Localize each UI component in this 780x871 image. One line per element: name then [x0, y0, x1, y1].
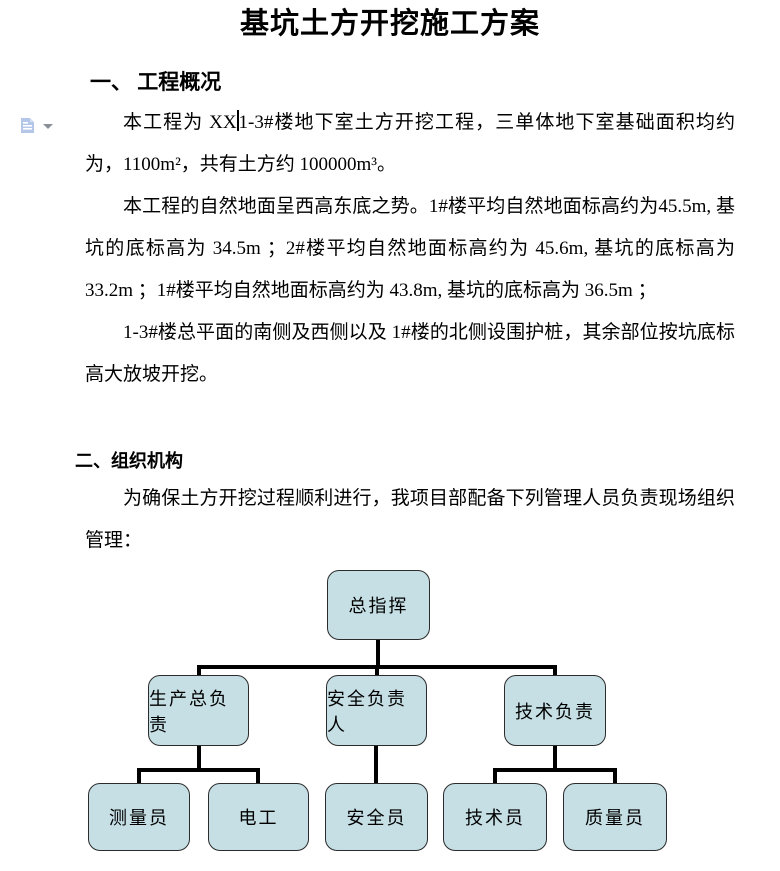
- paragraph1-text-before-caret: 本工程为 XX: [123, 112, 237, 133]
- connector-line: [374, 746, 378, 783]
- section1-paragraph2: 本工程的自然地面呈西高东底之势。1#楼平均自然地面标高约为45.5m, 基坑的底…: [85, 196, 735, 301]
- connector-line: [197, 665, 201, 677]
- connector-line: [137, 768, 260, 772]
- connector-line: [553, 665, 557, 677]
- connector-line: [375, 665, 379, 677]
- connector-line: [613, 768, 617, 783]
- org-chart: 总指挥 生产总负责 安全负责人 技术负责 测量员 电工 安全员 技术员 质量员: [0, 568, 780, 860]
- connector-line: [256, 768, 260, 783]
- text-caret: [236, 110, 239, 131]
- chevron-down-icon: [43, 124, 53, 129]
- org-node-technician: 技术员: [443, 783, 547, 851]
- connector-line: [197, 746, 201, 772]
- connector-line: [553, 746, 557, 772]
- org-node-safety-officer: 安全员: [325, 783, 428, 851]
- org-node-surveyor: 测量员: [88, 783, 190, 851]
- org-node-chief-commander: 总指挥: [327, 570, 430, 640]
- org-node-production-lead: 生产总负责: [148, 675, 249, 746]
- connector-line: [493, 768, 497, 783]
- section1-heading: 一、 工程概况: [90, 70, 222, 94]
- paste-options-icon: [21, 118, 34, 133]
- org-node-safety-lead: 安全负责人: [326, 675, 427, 746]
- document-title: 基坑土方开挖施工方案: [239, 8, 540, 40]
- paste-options-button[interactable]: [19, 116, 57, 136]
- connector-line: [376, 640, 380, 667]
- org-node-quality-officer: 质量员: [563, 783, 667, 851]
- section1-paragraph3: 1-3#楼总平面的南侧及西侧以及 1#楼的北侧设围护桩，其余部位按坑底标高大放坡…: [85, 322, 735, 385]
- section2-paragraph1: 为确保土方开挖过程顺利进行，我项目部配备下列管理人员负责现场组织管理：: [85, 488, 735, 551]
- section2-heading: 二、组织机构: [75, 451, 183, 471]
- connector-line: [137, 768, 141, 783]
- org-node-electrician: 电工: [208, 783, 309, 851]
- paragraph1-text-after-caret: 1-3#楼地下室土方开挖工程，三单体地下室基础面积均约为，1100m²，共有土方…: [85, 112, 735, 175]
- org-node-technical-lead: 技术负责: [504, 675, 606, 746]
- connector-line: [493, 768, 617, 772]
